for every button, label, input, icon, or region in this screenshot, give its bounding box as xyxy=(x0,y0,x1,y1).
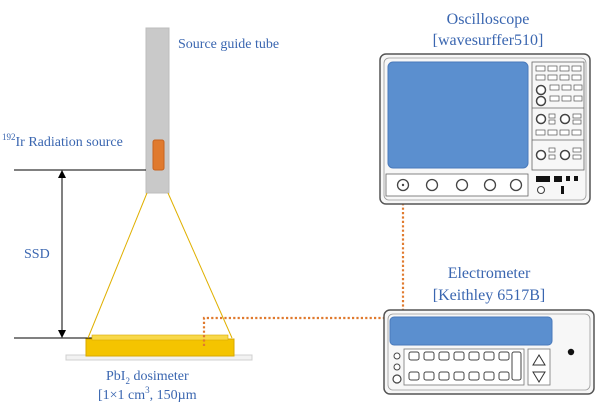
radiation-source-text: Ir Radiation source xyxy=(16,135,123,150)
electrometer-range-panel xyxy=(527,348,551,386)
triangle-down-icon[interactable] xyxy=(532,371,546,383)
electrometer-button[interactable] xyxy=(438,351,450,361)
osc-knob[interactable] xyxy=(559,113,571,125)
osc-input-connector[interactable] xyxy=(509,178,523,192)
osc-button[interactable] xyxy=(561,95,572,102)
electrometer-name-label: Electrometer xyxy=(448,265,531,282)
electrometer-button[interactable] xyxy=(423,371,435,381)
osc-knob[interactable] xyxy=(535,149,547,161)
ssd-arrow-up xyxy=(58,170,66,178)
electrometer-button[interactable] xyxy=(498,371,510,381)
electrometer-button[interactable] xyxy=(453,371,465,381)
osc-button[interactable] xyxy=(548,147,556,153)
electrometer-button[interactable] xyxy=(483,351,495,361)
osc-button[interactable] xyxy=(548,154,556,160)
osc-button[interactable] xyxy=(572,113,582,119)
osc-button[interactable] xyxy=(571,74,582,81)
osc-input-connector-pin xyxy=(401,183,405,187)
ssd-label: SSD xyxy=(24,247,50,262)
osc-black-button[interactable] xyxy=(536,176,550,182)
osc-button[interactable] xyxy=(572,147,582,153)
osc-knob[interactable] xyxy=(559,149,571,161)
beam-line-right xyxy=(167,192,233,339)
ssd-arrow-down xyxy=(58,330,66,338)
osc-button[interactable] xyxy=(535,129,546,136)
triangle-up-icon[interactable] xyxy=(532,354,546,366)
osc-knob[interactable] xyxy=(535,113,547,125)
osc-black-button[interactable] xyxy=(554,176,562,182)
osc-input-connector[interactable] xyxy=(425,178,439,192)
source-guide-tube-label: Source guide tube xyxy=(178,37,279,52)
dosimeter-label-line1: PbI2 dosimeter xyxy=(106,369,189,386)
osc-indicator xyxy=(561,186,564,194)
osc-button[interactable] xyxy=(549,84,560,91)
electrometer-knob[interactable] xyxy=(393,352,401,360)
osc-input-connector[interactable] xyxy=(455,178,469,192)
dosimeter-label-line2: [1×1 cm3, 150µm xyxy=(98,385,197,403)
electrometer-button[interactable] xyxy=(511,351,522,381)
oscilloscope-body-inner xyxy=(383,57,587,201)
oscilloscope xyxy=(379,53,591,205)
radiation-source-label: 192Ir Radiation source xyxy=(2,132,123,150)
osc-indicator xyxy=(566,176,570,181)
osc-button[interactable] xyxy=(571,129,582,136)
electrometer-model-label: [Keithley 6517B] xyxy=(433,287,545,304)
electrometer-knob[interactable] xyxy=(393,363,401,371)
osc-button[interactable] xyxy=(573,95,583,102)
oscilloscope-model-label: [wavesurffer510] xyxy=(433,32,544,49)
oscilloscope-name-label: Oscilloscope xyxy=(447,11,530,28)
osc-button[interactable] xyxy=(561,84,572,91)
osc-button[interactable] xyxy=(572,119,582,125)
osc-button[interactable] xyxy=(548,113,556,119)
osc-button[interactable] xyxy=(549,95,560,102)
electrometer-power-indicator xyxy=(567,348,575,356)
osc-button[interactable] xyxy=(535,65,546,72)
electrometer-display xyxy=(389,316,553,346)
osc-button[interactable] xyxy=(571,65,582,72)
electrometer-button[interactable] xyxy=(453,351,465,361)
radiation-source-isotope-superscript: 192 xyxy=(2,132,16,142)
osc-button[interactable] xyxy=(547,74,558,81)
osc-knob[interactable] xyxy=(535,84,547,96)
radiation-source-capsule xyxy=(152,139,165,171)
beam-line-left xyxy=(87,192,148,339)
electrometer-button[interactable] xyxy=(498,351,510,361)
osc-input-connector[interactable] xyxy=(483,178,497,192)
osc-button[interactable] xyxy=(535,74,546,81)
osc-button[interactable] xyxy=(559,65,570,72)
osc-small-knob[interactable] xyxy=(536,185,546,195)
electrometer-button[interactable] xyxy=(408,351,420,361)
osc-button[interactable] xyxy=(573,84,583,91)
osc-button[interactable] xyxy=(559,129,570,136)
osc-button[interactable] xyxy=(572,154,582,160)
electrometer-button[interactable] xyxy=(423,351,435,361)
electrometer-button[interactable] xyxy=(408,371,420,381)
oscilloscope-control-panel xyxy=(531,61,585,171)
osc-button[interactable] xyxy=(547,65,558,72)
electrometer-button[interactable] xyxy=(468,351,480,361)
electrometer-body-inner xyxy=(387,313,591,391)
pbi2-dosimeter xyxy=(85,338,235,357)
oscilloscope-screen xyxy=(387,61,529,169)
electrometer-button[interactable] xyxy=(483,371,495,381)
electrometer-button[interactable] xyxy=(468,371,480,381)
osc-button[interactable] xyxy=(548,119,556,125)
cable-dosimeter-to-electrometer xyxy=(202,316,387,346)
electrometer-knob[interactable] xyxy=(392,374,402,384)
osc-button[interactable] xyxy=(559,74,570,81)
electrometer xyxy=(383,309,595,395)
pbi2-dosimeter-top-layer xyxy=(91,334,229,341)
osc-button[interactable] xyxy=(547,129,558,136)
electrometer-button[interactable] xyxy=(438,371,450,381)
osc-knob[interactable] xyxy=(535,95,547,107)
osc-indicator xyxy=(574,176,578,181)
